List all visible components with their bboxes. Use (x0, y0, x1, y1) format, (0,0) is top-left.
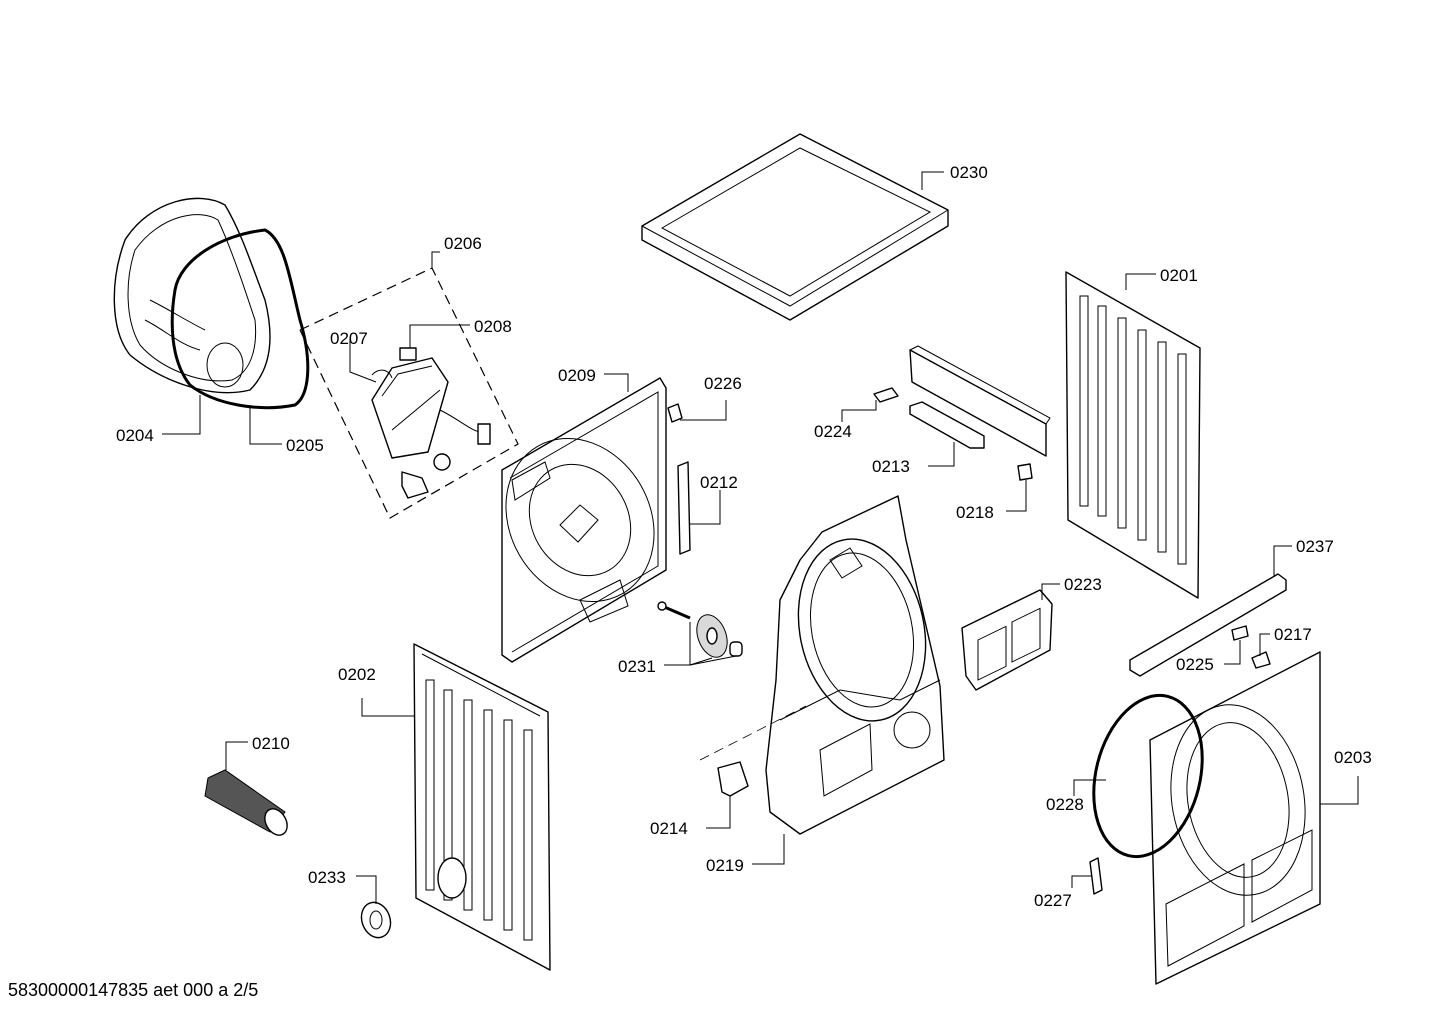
label-0207: 0207 (330, 329, 368, 348)
leader-0231 (664, 622, 691, 666)
part-0210-exhaust-hose (204, 769, 288, 836)
part-0214-door-lock (717, 761, 749, 797)
part-control-panel-board (909, 345, 1051, 457)
label-0208: 0208 (474, 317, 512, 336)
label-0212: 0212 (700, 473, 738, 492)
leader-0206 (431, 251, 440, 268)
leader-0226 (680, 400, 727, 421)
label-0237: 0237 (1296, 537, 1334, 556)
leader-0217 (1259, 633, 1270, 656)
part-0223-lint-filter (961, 589, 1053, 691)
label-0227: 0227 (1034, 891, 1072, 910)
part-0217-hinge (1251, 651, 1271, 669)
leader-0203 (1320, 776, 1359, 805)
label-0204: 0204 (116, 426, 154, 445)
part-0218-clip (1017, 463, 1033, 481)
part-0204-front-frame (113, 197, 271, 394)
part-0209-rear-panel (501, 377, 667, 663)
leader-0210 (225, 741, 248, 770)
label-0206: 0206 (444, 234, 482, 253)
part-0228-door-gasket (1092, 693, 1204, 859)
part-0206-assembly-outline (299, 267, 519, 519)
leader-0225 (1224, 640, 1241, 665)
label-0213: 0213 (872, 457, 910, 476)
document-footer-code: 58300000147835 aet 000 a 2/5 (8, 980, 259, 1000)
leader-0209 (604, 373, 629, 392)
part-0225-clip (1231, 625, 1249, 641)
label-0202: 0202 (338, 665, 376, 684)
label-0231: 0231 (618, 657, 656, 676)
part-0231-shaft-roller (657, 601, 743, 658)
label-0209: 0209 (558, 366, 596, 385)
leader-0207 (349, 338, 377, 383)
part-0226-clip (667, 403, 683, 423)
label-0219: 0219 (706, 856, 744, 875)
leader-0231c (689, 655, 737, 666)
leader-0228 (1073, 779, 1106, 796)
part-0203-front-panel (1149, 651, 1321, 985)
part-0219-frame (765, 495, 945, 835)
label-0210: 0210 (252, 734, 290, 753)
part-0202-side-panel (413, 643, 551, 971)
part-0201-side-panel (1065, 271, 1201, 599)
part-0212-bracket (677, 461, 691, 555)
leader-0208 (409, 324, 470, 348)
label-0214: 0214 (650, 819, 688, 838)
part-0207-control-module (371, 347, 491, 499)
label-0203: 0203 (1334, 748, 1372, 767)
part-0224-switch (873, 387, 899, 403)
part-0230-top-cover (641, 133, 949, 321)
label-0217: 0217 (1274, 625, 1312, 644)
leader-0205 (249, 405, 282, 445)
label-0205: 0205 (286, 436, 324, 455)
label-0233: 0233 (308, 868, 346, 887)
label-0225: 0225 (1176, 655, 1214, 674)
part-0227-catch (1089, 857, 1103, 895)
leader-0201 (1125, 273, 1156, 290)
leader-0223 (1041, 583, 1060, 600)
leader-0212 (690, 490, 721, 525)
label-0226: 0226 (704, 374, 742, 393)
part-0233-cover-disc (360, 901, 392, 939)
label-0224: 0224 (814, 422, 852, 441)
leader-0219 (752, 834, 785, 865)
leader-0230 (921, 171, 944, 190)
leader-0227 (1071, 875, 1092, 888)
label-0201: 0201 (1160, 266, 1198, 285)
leader-0214 (706, 796, 731, 829)
leader-0224 (841, 400, 877, 422)
label-0218: 0218 (956, 503, 994, 522)
leader-0218 (1006, 480, 1027, 512)
part-0237-rail (1129, 573, 1287, 677)
label-0228: 0228 (1046, 795, 1084, 814)
leader-0233 (356, 875, 377, 904)
leader-0237 (1273, 545, 1292, 576)
leader-0202 (361, 698, 414, 717)
leader-0213 (928, 442, 955, 467)
leader-0204 (162, 395, 201, 435)
assembly-line-0214 (699, 705, 807, 761)
part-0213-button-strip (909, 401, 985, 449)
label-0230: 0230 (950, 163, 988, 182)
label-0223: 0223 (1064, 575, 1102, 594)
part-0205-door-seal (170, 228, 310, 410)
